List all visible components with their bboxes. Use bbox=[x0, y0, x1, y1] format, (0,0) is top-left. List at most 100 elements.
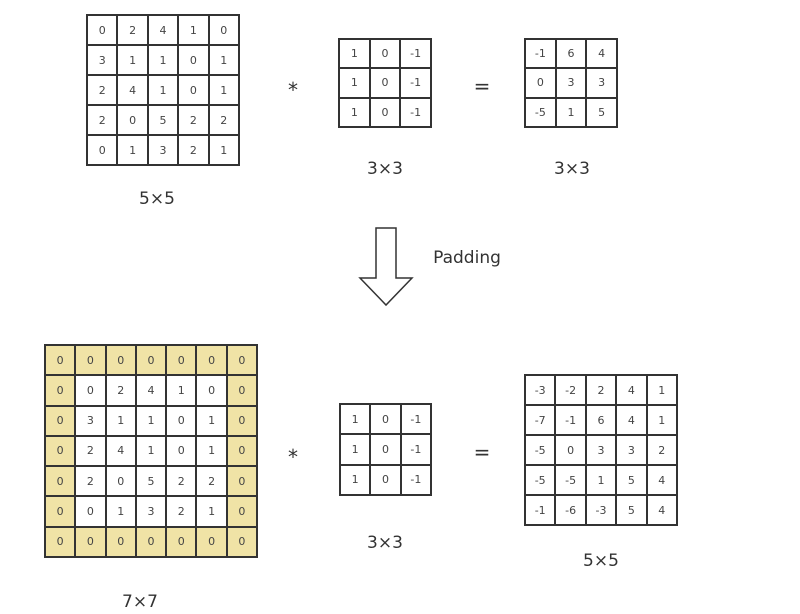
matrix-cell: 1 bbox=[646, 375, 677, 405]
matrix-cell: 1 bbox=[105, 496, 136, 527]
matrix-cell: 3 bbox=[616, 435, 647, 465]
matrix-cell: 0 bbox=[370, 404, 401, 435]
matrix-cell: 1 bbox=[196, 496, 227, 527]
padding-cell: 0 bbox=[226, 466, 257, 497]
padding-label: Padding bbox=[433, 248, 501, 268]
matrix-cell: 4 bbox=[105, 435, 136, 467]
padding-cell: 0 bbox=[75, 526, 106, 557]
matrix-cell: 4 bbox=[646, 495, 677, 525]
matrix-cell: 1 bbox=[117, 45, 148, 75]
matrix-cell: 3 bbox=[555, 68, 587, 98]
matrix-cell: 3 bbox=[135, 496, 167, 527]
matrix-cell: 2 bbox=[87, 75, 118, 105]
padding-cell: 0 bbox=[45, 526, 76, 557]
matrix-cell: 1 bbox=[340, 404, 371, 435]
matrix-cell: 0 bbox=[105, 466, 136, 497]
matrix-cell: 0 bbox=[370, 464, 401, 495]
matrix-cell: 0 bbox=[208, 15, 239, 45]
matrix-cell: 1 bbox=[646, 405, 677, 435]
top-equals-symbol: = bbox=[473, 74, 491, 98]
matrix-cell: 0 bbox=[525, 68, 556, 98]
matrix-cell: 1 bbox=[135, 435, 167, 467]
matrix-cell: 1 bbox=[340, 434, 371, 465]
matrix-cell: 1 bbox=[166, 375, 197, 406]
matrix-cell: 6 bbox=[585, 405, 617, 435]
matrix-cell: 0 bbox=[87, 15, 118, 45]
matrix-cell: -5 bbox=[555, 465, 586, 495]
matrix-cell: 0 bbox=[75, 496, 106, 527]
matrix-cell: 0 bbox=[555, 435, 586, 465]
matrix-cell: 0 bbox=[178, 75, 209, 105]
padded-input-size-label: 7×7 bbox=[122, 592, 158, 612]
padding-cell: 0 bbox=[226, 435, 257, 467]
matrix-cell: 0 bbox=[117, 105, 148, 135]
matrix-cell: 0 bbox=[87, 135, 118, 165]
matrix-cell: 1 bbox=[147, 75, 179, 105]
matrix-cell: 5 bbox=[147, 105, 179, 135]
matrix-cell: 2 bbox=[178, 135, 209, 165]
matrix-cell: 5 bbox=[616, 495, 647, 525]
padding-cell: 0 bbox=[45, 345, 76, 376]
matrix-cell: -3 bbox=[525, 375, 556, 405]
matrix-cell: -5 bbox=[525, 97, 556, 127]
matrix-cell: 3 bbox=[87, 45, 118, 75]
matrix-cell: -3 bbox=[585, 495, 617, 525]
bottom-kernel-size-label: 3×3 bbox=[367, 533, 403, 553]
matrix-cell: 1 bbox=[147, 45, 179, 75]
matrix-cell: 2 bbox=[208, 105, 239, 135]
padding-cell: 0 bbox=[45, 466, 76, 497]
padding-cell: 0 bbox=[196, 526, 227, 557]
matrix-cell: 1 bbox=[339, 39, 370, 69]
padding-cell: 0 bbox=[226, 345, 257, 376]
padding-cell: 0 bbox=[45, 375, 76, 406]
matrix-cell: 0 bbox=[369, 68, 401, 98]
top-output-size-label: 3×3 bbox=[554, 159, 590, 179]
matrix-cell: -7 bbox=[525, 405, 556, 435]
matrix-cell: 1 bbox=[208, 75, 239, 105]
matrix-cell: -1 bbox=[400, 97, 431, 127]
top-multiply-symbol: * bbox=[288, 78, 298, 102]
bottom-equals-symbol: = bbox=[473, 440, 491, 464]
matrix-cell: 1 bbox=[105, 405, 136, 436]
padding-cell: 0 bbox=[226, 496, 257, 527]
matrix-cell: 1 bbox=[339, 97, 370, 127]
bottom-multiply-symbol: * bbox=[288, 445, 298, 469]
matrix-cell: 2 bbox=[166, 466, 197, 497]
padding-cell: 0 bbox=[135, 526, 167, 557]
matrix-cell: 3 bbox=[75, 405, 106, 436]
top-kernel-size-label: 3×3 bbox=[367, 159, 403, 179]
matrix-cell: -1 bbox=[555, 405, 586, 435]
padding-cell: 0 bbox=[45, 496, 76, 527]
padding-cell: 0 bbox=[226, 405, 257, 436]
matrix-cell: 0 bbox=[166, 435, 197, 467]
matrix-cell: 2 bbox=[646, 435, 677, 465]
matrix-cell: 4 bbox=[135, 375, 167, 406]
matrix-cell: 5 bbox=[616, 465, 647, 495]
matrix-cell: 4 bbox=[117, 75, 148, 105]
matrix-cell: -1 bbox=[400, 464, 431, 495]
matrix-cell: 1 bbox=[196, 435, 227, 467]
down-arrow-icon bbox=[358, 227, 414, 307]
matrix-cell: 0 bbox=[178, 45, 209, 75]
matrix-cell: 2 bbox=[75, 466, 106, 497]
padding-cell: 0 bbox=[196, 345, 227, 376]
matrix-cell: 1 bbox=[585, 465, 617, 495]
matrix-cell: 0 bbox=[370, 434, 401, 465]
matrix-cell: 3 bbox=[585, 435, 617, 465]
matrix-cell: -5 bbox=[525, 435, 556, 465]
matrix-cell: 1 bbox=[208, 135, 239, 165]
padding-cell: 0 bbox=[45, 435, 76, 467]
matrix-cell: 2 bbox=[178, 105, 209, 135]
matrix-cell: 3 bbox=[586, 68, 617, 98]
matrix-cell: 6 bbox=[555, 39, 587, 69]
matrix-cell: 2 bbox=[117, 15, 148, 45]
matrix-cell: -1 bbox=[525, 495, 556, 525]
padding-cell: 0 bbox=[166, 345, 197, 376]
padding-cell: 0 bbox=[166, 526, 197, 557]
padding-cell: 0 bbox=[226, 375, 257, 406]
matrix-cell: 2 bbox=[196, 466, 227, 497]
